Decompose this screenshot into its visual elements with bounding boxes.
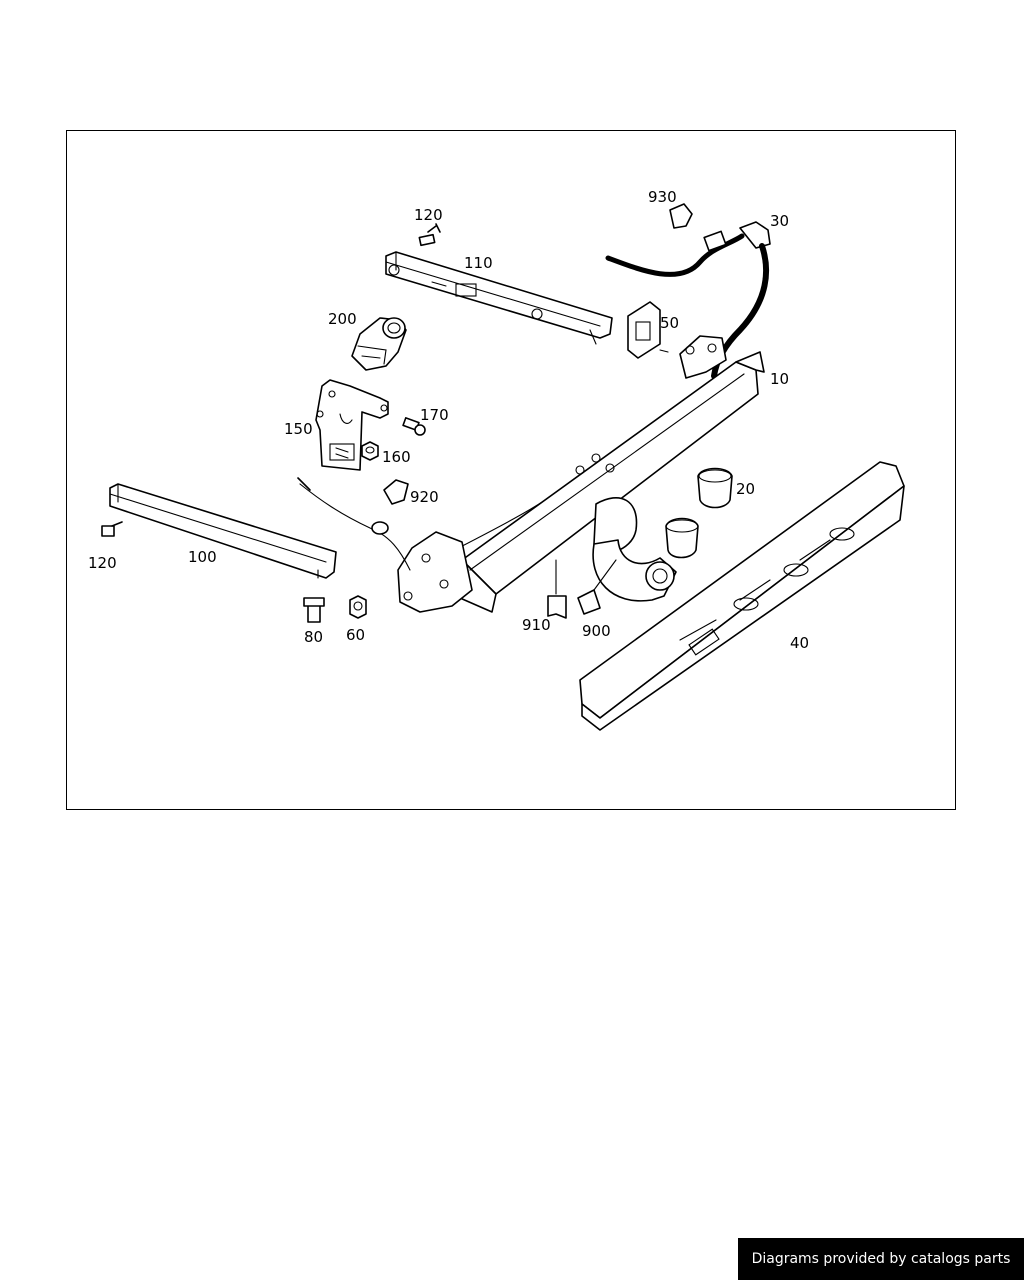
part-110-upper-rail[interactable]: [385, 251, 613, 345]
callout-200: 200: [328, 310, 357, 328]
part-900-tag[interactable]: [577, 559, 617, 615]
callout-60: 60: [346, 626, 365, 644]
callout-920: 920: [410, 488, 439, 506]
part-10-crossbeam[interactable]: [397, 335, 765, 613]
part-200-electrical-socket[interactable]: [351, 317, 407, 371]
callout-170: 170: [420, 406, 449, 424]
callout-40: 40: [790, 634, 809, 652]
part-150-bracket[interactable]: [315, 379, 389, 471]
part-50-plate[interactable]: [627, 301, 669, 359]
callout-910: 910: [522, 616, 551, 634]
callout-50: 50: [660, 314, 679, 332]
callout-100: 100: [188, 548, 217, 566]
part-120-bolt-top[interactable]: [418, 223, 441, 247]
callout-20: 20: [736, 480, 755, 498]
tow-hook-neck[interactable]: [592, 497, 677, 602]
callout-110: 110: [464, 254, 493, 272]
part-120-bolt-left[interactable]: [101, 521, 123, 537]
footer-attribution: Diagrams provided by catalogs parts: [738, 1238, 1024, 1280]
part-20-cap-upper[interactable]: [697, 467, 733, 509]
callout-930: 930: [648, 188, 677, 206]
wire-connector-920: [297, 477, 411, 571]
part-160-nut[interactable]: [361, 441, 379, 461]
callout-30: 30: [770, 212, 789, 230]
part-930-clip[interactable]: [669, 203, 693, 229]
callout-120-top: 120: [414, 206, 443, 224]
diagram-frame: [66, 130, 956, 810]
part-170-screw[interactable]: [402, 417, 426, 436]
part-20-cap-lower[interactable]: [665, 517, 699, 559]
part-80-bolt[interactable]: [303, 597, 325, 623]
callout-150: 150: [284, 420, 313, 438]
callout-160: 160: [382, 448, 411, 466]
callout-80: 80: [304, 628, 323, 646]
part-60-nut[interactable]: [349, 595, 367, 619]
callout-120-left: 120: [88, 554, 117, 572]
part-100-lower-rail[interactable]: [109, 483, 337, 579]
part-920-clip[interactable]: [383, 479, 409, 505]
callout-900: 900: [582, 622, 611, 640]
part-910-tag[interactable]: [547, 559, 567, 619]
part-40-bumper-reinforcement[interactable]: [579, 461, 905, 731]
callout-10: 10: [770, 370, 789, 388]
